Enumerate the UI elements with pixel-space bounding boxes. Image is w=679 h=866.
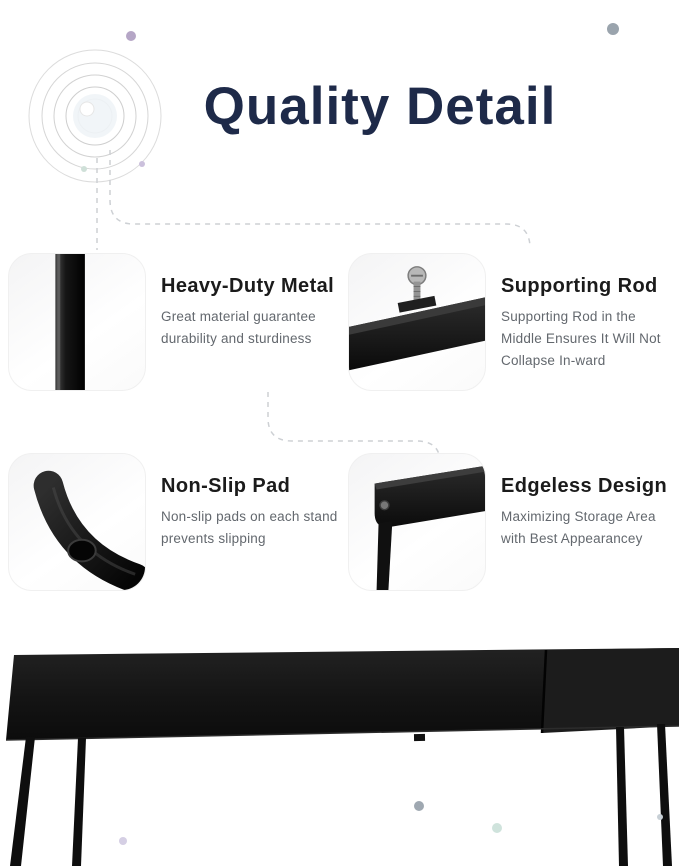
feature-card-edgeless-design: Edgeless Design Maximizing Storage Area … — [348, 453, 678, 591]
feature-title: Non-Slip Pad — [161, 475, 291, 497]
feature-card-supporting-rod: Supporting Rod Supporting Rod in the Mid… — [348, 253, 678, 391]
feature-card-non-slip-pad: Non-Slip Pad Non-slip pads on each stand… — [8, 453, 338, 591]
supporting-rod-photo — [348, 253, 486, 391]
table-leg — [657, 724, 672, 866]
table-corner-image — [374, 465, 485, 590]
decor-dot — [126, 31, 136, 41]
page-title: Quality Detail — [203, 77, 557, 136]
feature-card-heavy-duty-metal: Heavy-Duty Metal Great material guarante… — [8, 253, 338, 391]
tabletop-front-edge — [5, 725, 679, 741]
connector-row2 — [267, 392, 441, 463]
table-leg — [616, 727, 628, 866]
feature-description: Non-slip pads on each stand prevents sli… — [161, 509, 338, 546]
feature-title: Supporting Rod — [501, 275, 658, 297]
metal-leg-photo — [8, 253, 146, 391]
table-image — [5, 648, 679, 866]
feature-description: Great material guarantee durability and … — [161, 309, 316, 346]
feature-title: Heavy-Duty Metal — [161, 275, 335, 297]
feature-description: Supporting Rod in the Middle Ensures It … — [501, 309, 661, 368]
non-slip-pad-image — [33, 470, 145, 590]
tabletop — [6, 648, 679, 740]
feature-description: Maximizing Storage Area with Best Appear… — [501, 509, 656, 546]
decor-dot — [139, 161, 145, 167]
product-photo — [0, 640, 679, 866]
supporting-rod-image — [349, 266, 485, 371]
table-leg — [10, 737, 35, 866]
tabletop-right-panel — [542, 648, 679, 733]
connector-to-card2 — [109, 150, 531, 249]
metal-leg-image — [55, 254, 85, 390]
table-leg — [72, 738, 86, 866]
front-clamp — [413, 733, 426, 742]
non-slip-pad-photo — [8, 453, 146, 591]
feature-title: Edgeless Design — [501, 475, 668, 497]
table-corner-photo — [348, 453, 486, 591]
decor-dot — [607, 23, 619, 35]
decor-dot — [81, 166, 87, 172]
tabletop-seam — [540, 649, 548, 734]
